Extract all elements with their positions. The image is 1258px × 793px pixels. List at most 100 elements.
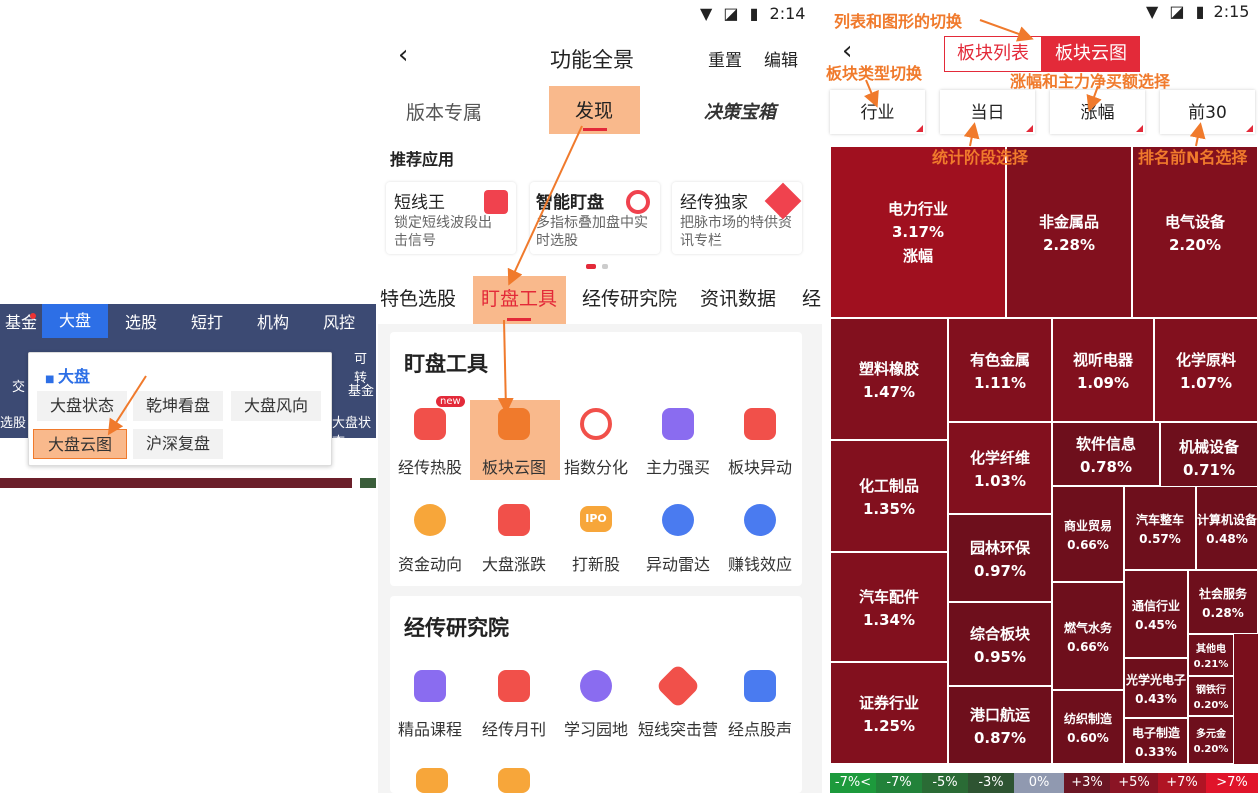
menu-item-qiankun[interactable]: 乾坤看盘 <box>133 391 223 421</box>
sub-item-select[interactable]: 选股 <box>0 416 27 431</box>
sector-value: 0.43% <box>1135 691 1177 706</box>
tab-version[interactable]: 版本专属 <box>406 102 483 124</box>
app-main-buy[interactable]: 主力强买 <box>645 458 710 477</box>
filter-top-n[interactable]: 前30 <box>1160 90 1255 134</box>
sector-name: 塑料橡胶 <box>858 359 919 378</box>
app-camp[interactable]: 短线突击营 <box>637 720 718 739</box>
menu-item-market-state[interactable]: 大盘状态 <box>37 391 127 421</box>
nav-item-institution[interactable]: 机构 <box>256 313 289 332</box>
legend-item: +5% <box>1110 773 1158 793</box>
app-magazine[interactable]: 经传月刊 <box>481 720 546 739</box>
app-sector-cloud[interactable]: 板块云图 <box>481 458 546 477</box>
sub-item-convertible[interactable]: 可转 <box>354 352 368 386</box>
app-money-flow[interactable]: 资金动向 <box>397 555 462 574</box>
cat-tab-info[interactable]: 资讯数据 <box>700 288 777 310</box>
cat-tab-monitor[interactable]: 盯盘工具 <box>473 276 566 324</box>
app-study[interactable]: 学习园地 <box>563 720 628 739</box>
back-icon[interactable]: ‹ <box>398 40 409 70</box>
nav-item-market[interactable]: 大盘 <box>42 304 108 338</box>
sector-value: 0.20% <box>1193 744 1229 755</box>
reset-button[interactable]: 重置 <box>708 51 742 71</box>
sector-name: 非金属品 <box>1038 212 1099 231</box>
sector-name: 计算机设备 <box>1197 512 1258 527</box>
back-icon[interactable]: ‹ <box>842 36 853 66</box>
menu-item-review[interactable]: 沪深复盘 <box>133 429 223 459</box>
nav-item-stock-select[interactable]: 选股 <box>124 313 157 332</box>
sub-item-market-state[interactable]: 大盘状态 <box>332 416 372 450</box>
app-voice[interactable]: 经点股声 <box>727 720 792 739</box>
app-market-updown[interactable]: 大盘涨跌 <box>481 555 546 574</box>
toggle-list[interactable]: 板块列表 <box>944 36 1042 72</box>
status-time: 2:14 <box>769 4 806 23</box>
app-sector-move[interactable]: 板块异动 <box>727 458 792 477</box>
recommend-card-1[interactable]: 短线王 锁定短线波段出击信号 <box>386 182 516 254</box>
cat-tab-research[interactable]: 经传研究院 <box>582 288 678 310</box>
app-radar[interactable]: 异动雷达 <box>645 555 710 574</box>
filter-type[interactable]: 行业 <box>830 90 925 134</box>
sector-name: 港口航运 <box>969 705 1030 724</box>
tab-decision-box[interactable]: 决策宝箱 <box>704 102 776 123</box>
magazine-icon <box>498 670 530 702</box>
cat-tab-more[interactable]: 经 <box>802 288 822 310</box>
filter-period[interactable]: 当日 <box>940 90 1035 134</box>
filter-metric[interactable]: 涨幅 <box>1050 90 1145 134</box>
nav-item-short[interactable]: 短打 <box>190 313 223 332</box>
market-popup-menu: ■ 大盘 大盘状态 乾坤看盘 大盘风向 大盘云图 沪深复盘 <box>28 352 332 466</box>
nav-item-fund[interactable]: 基金 <box>4 313 37 332</box>
category-tabs <box>378 280 822 324</box>
recommend-card-3[interactable]: 经传独家 把脉市场的特供资讯专栏 <box>672 182 802 254</box>
ipo-icon: IPO <box>580 506 612 532</box>
menu-item-market-cloud[interactable]: 大盘云图 <box>33 429 127 459</box>
app-hot-stock[interactable]: 经传热股 <box>397 458 462 477</box>
menu-item-market-wind[interactable]: 大盘风向 <box>231 391 321 421</box>
more-icon-2 <box>498 768 530 793</box>
toggle-cloud[interactable]: 板块云图 <box>1042 36 1140 72</box>
sub-item-fund[interactable]: 基金 <box>348 384 375 399</box>
recommend-card-2[interactable]: 智能盯盘 多指标叠加盘中实时选股 <box>530 182 660 254</box>
tab-discover[interactable]: 发现 <box>549 86 640 134</box>
cat-tab-monitor-label: 盯盘工具 <box>481 288 558 310</box>
sector-tile[interactable]: 港口航运 0.87% <box>948 686 1052 764</box>
cat-tab-feature[interactable]: 特色选股 <box>380 288 457 310</box>
edit-button[interactable]: 编辑 <box>764 51 798 71</box>
app-index-divergence[interactable]: 指数分化 <box>563 458 628 477</box>
sector-value: 0.87% <box>973 728 1027 747</box>
app-ipo[interactable]: 打新股 <box>571 555 620 574</box>
dropdown-corner-icon <box>1246 125 1253 132</box>
dropdown-corner-icon <box>1136 125 1143 132</box>
app-course[interactable]: 精品课程 <box>397 720 462 739</box>
sector-value: 0.95% <box>973 647 1027 666</box>
sector-name: 电子制造 <box>1131 725 1180 740</box>
app-profit-effect[interactable]: 赚钱效应 <box>727 555 792 574</box>
color-legend: -7%< -7% -5% -3% 0% +3% +5% +7% >7% <box>830 773 1258 793</box>
nav-item-risk[interactable]: 风控 <box>322 313 355 332</box>
sub-item-trade[interactable]: 交 <box>12 380 26 395</box>
